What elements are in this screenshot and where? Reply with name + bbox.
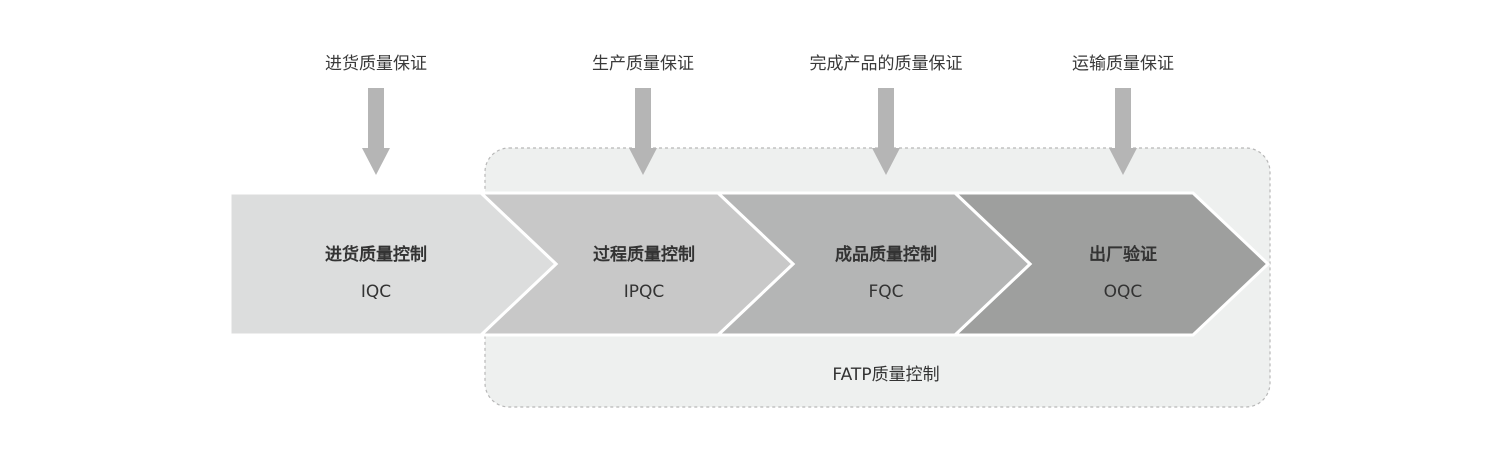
top-label-finished-product-qa: 完成产品的质量保证 <box>810 54 963 74</box>
stage-title-fqc: 成品质量控制 <box>835 244 937 265</box>
stage-title-oqc: 出厂验证 <box>1089 244 1157 265</box>
stage-chevron-iqc <box>228 191 559 337</box>
top-label-incoming-qa: 进货质量保证 <box>325 54 427 74</box>
fatp-group-label: FATP质量控制 <box>832 365 939 385</box>
top-label-production-qa: 生产质量保证 <box>592 54 694 74</box>
stage-code-oqc: OQC <box>1104 282 1143 302</box>
stage-title-ipqc: 过程质量控制 <box>593 244 695 265</box>
stage-code-iqc: IQC <box>361 282 391 302</box>
down-arrow-4 <box>1109 88 1137 175</box>
stage-code-ipqc: IPQC <box>624 282 665 302</box>
top-label-shipping-qa: 运输质量保证 <box>1072 54 1174 74</box>
down-arrow-3 <box>872 88 900 175</box>
stage-title-iqc: 进货质量控制 <box>325 244 427 265</box>
stage-code-fqc: FQC <box>868 282 903 302</box>
down-arrow-2 <box>629 88 657 175</box>
down-arrow-1 <box>362 88 390 175</box>
